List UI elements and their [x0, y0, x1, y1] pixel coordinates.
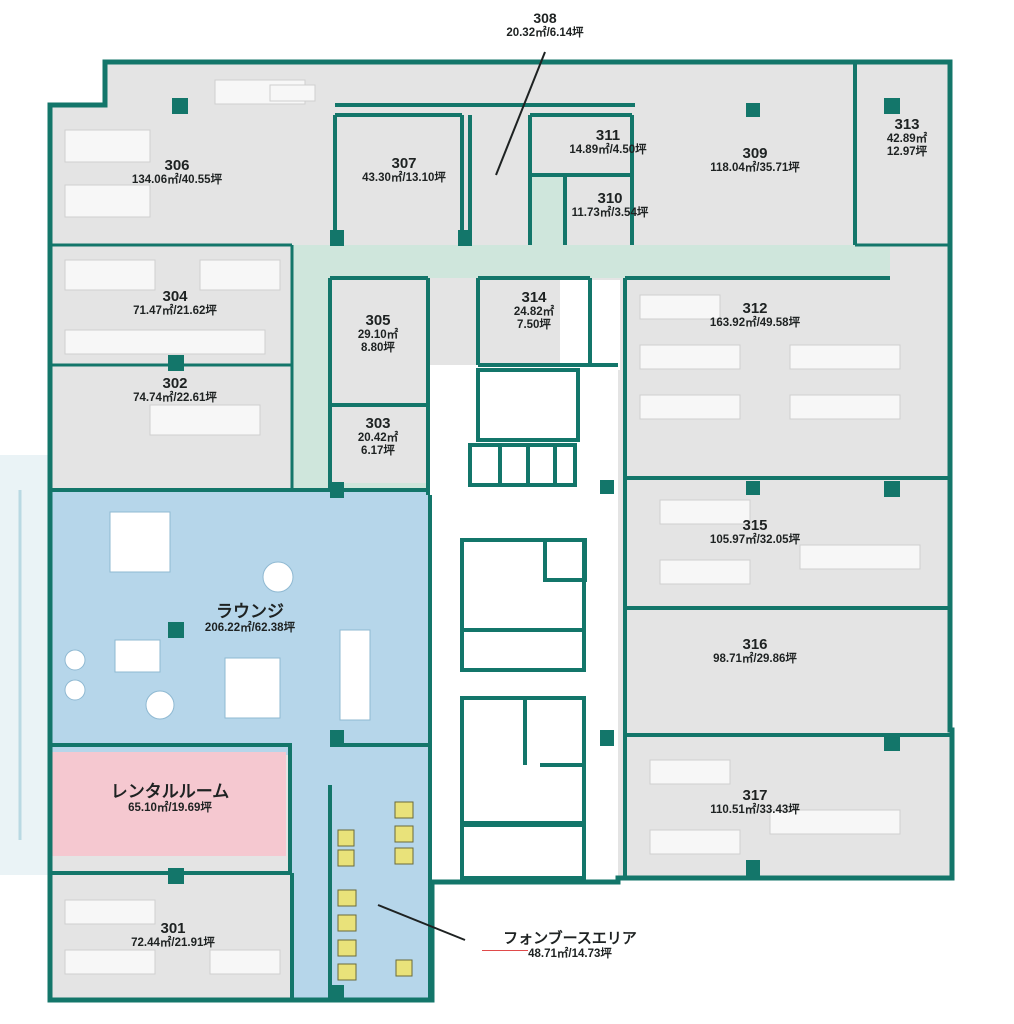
lounge-furniture — [64, 511, 371, 721]
phone-booths — [337, 801, 414, 981]
columns — [168, 98, 900, 999]
outer-wall — [47, 59, 955, 1003]
leader-line-phone — [377, 904, 466, 941]
leader-line-308 — [495, 51, 546, 176]
exterior-glass — [0, 455, 48, 875]
interior-walls — [50, 62, 950, 1000]
rental-room-area — [52, 752, 286, 856]
core-area — [428, 365, 618, 882]
phone-label-underline — [482, 950, 528, 951]
corridors — [292, 175, 890, 495]
phone-booth-area — [292, 745, 430, 1000]
desks — [64, 79, 921, 975]
